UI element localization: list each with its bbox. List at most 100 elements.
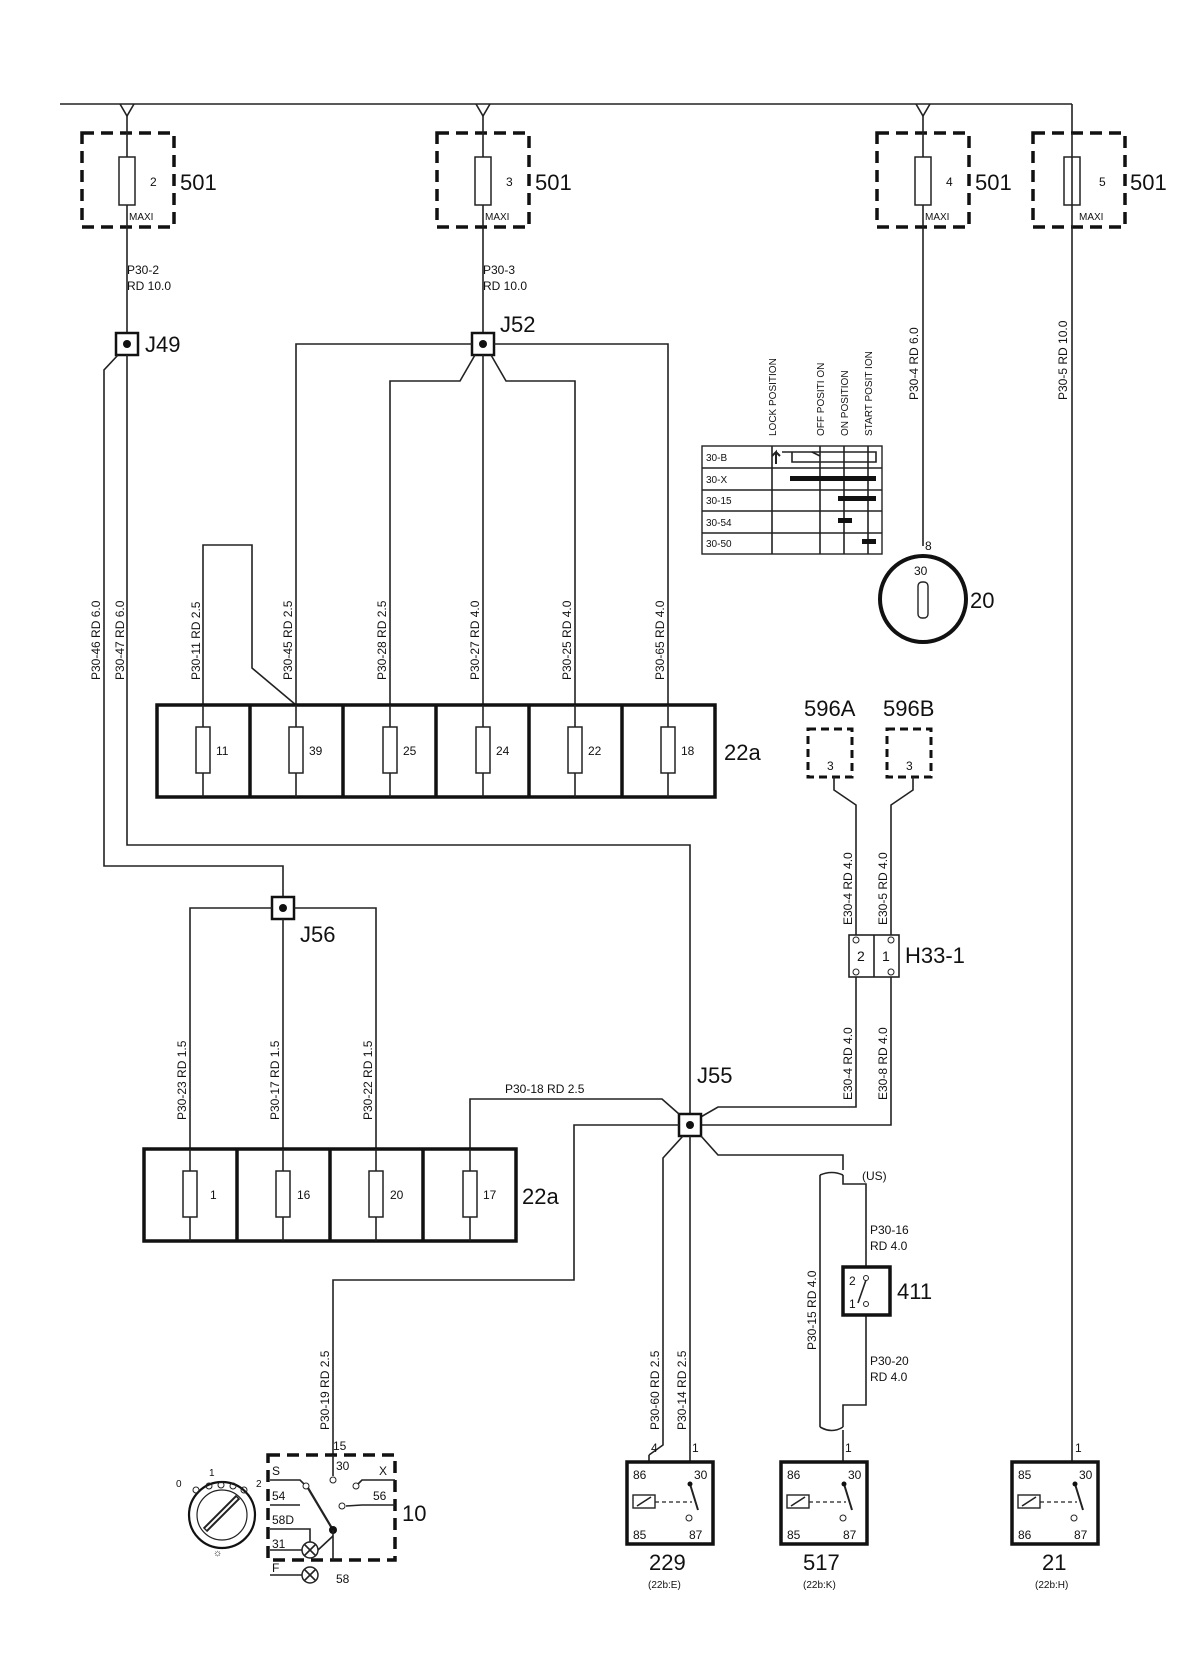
svg-text:J49: J49 <box>145 332 180 357</box>
fuse-number: 39 <box>309 744 323 758</box>
maxi-fuse-4: 4 MAXI 501 <box>875 116 1012 229</box>
us-branch: (US) P30-15 RD 4.0 P30-16 RD 4.0 P30-20 … <box>805 1169 909 1455</box>
row-label: 30-50 <box>706 539 732 550</box>
svg-text:54: 54 <box>272 1489 286 1503</box>
svg-text:J56: J56 <box>300 922 335 947</box>
svg-text:596B: 596B <box>883 696 934 721</box>
svg-text:87: 87 <box>1074 1528 1088 1542</box>
wire-label-p30-11: P30-11 RD 2.5 <box>189 601 203 680</box>
battery-bus <box>60 103 1073 133</box>
svg-text:1: 1 <box>1075 1441 1082 1455</box>
wire-label-p30-28: P30-28 RD 2.5 <box>375 600 389 680</box>
fuse-label: 501 <box>1130 170 1167 195</box>
svg-text:85: 85 <box>787 1528 801 1542</box>
junction-j49: J49 <box>114 331 180 357</box>
wire-spec-p30-20: RD 4.0 <box>870 1370 908 1384</box>
fuse-label: 501 <box>535 170 572 195</box>
svg-text:0: 0 <box>176 1479 182 1490</box>
svg-text:F: F <box>272 1561 279 1575</box>
fuse-label: 501 <box>975 170 1012 195</box>
svg-text:30: 30 <box>336 1459 350 1473</box>
connector-596a: 596A 3 <box>804 696 856 779</box>
fuse-number: 2 <box>150 175 157 189</box>
svg-text:J55: J55 <box>697 1063 732 1088</box>
svg-text:2: 2 <box>857 948 865 964</box>
junction-j52: J52 <box>470 312 535 357</box>
svg-text:3: 3 <box>906 759 913 773</box>
row-label: 30-15 <box>706 496 732 507</box>
wire-label-p30-47: P30-47 RD 6.0 <box>113 600 127 680</box>
svg-text:86: 86 <box>1018 1528 1032 1542</box>
wire-spec-p30-2: RD 10.0 <box>127 279 171 293</box>
svg-text:1: 1 <box>692 1441 699 1455</box>
svg-text:58: 58 <box>336 1572 350 1586</box>
svg-text:(22b:E): (22b:E) <box>648 1580 681 1591</box>
wire-label-p30-15: P30-15 RD 4.0 <box>805 1270 819 1350</box>
wire-label-p30-19: P30-19 RD 2.5 <box>318 1350 332 1430</box>
fuse-label: 501 <box>180 170 217 195</box>
svg-text:1: 1 <box>882 948 890 964</box>
column-header: ON POSITION <box>840 370 851 436</box>
connector-596b: 596B 3 <box>883 696 934 779</box>
svg-text:8: 8 <box>925 539 932 553</box>
svg-text:86: 86 <box>787 1468 801 1482</box>
wire-label-p30-27: P30-27 RD 4.0 <box>468 600 482 680</box>
wire-label-p30-17: P30-17 RD 1.5 <box>268 1040 282 1120</box>
svg-text:4: 4 <box>651 1441 658 1455</box>
svg-text:85: 85 <box>1018 1468 1032 1482</box>
svg-text:(22b:H): (22b:H) <box>1035 1580 1068 1591</box>
wire-label-p30-18: P30-18 RD 2.5 <box>505 1082 585 1096</box>
wire-label-p30-65: P30-65 RD 4.0 <box>653 600 667 680</box>
wire-label-p30-2: P30-2 <box>127 263 159 277</box>
svg-text:X: X <box>379 1464 387 1478</box>
fuse-number: 16 <box>297 1188 311 1202</box>
fuse-type: MAXI <box>129 212 153 223</box>
wire-label-p30-4: P30-4 RD 6.0 <box>907 327 921 400</box>
svg-text:87: 87 <box>843 1528 857 1542</box>
wire-label-e30-8: E30-8 RD 4.0 <box>876 1027 890 1100</box>
junction-j55: J55 <box>677 1063 732 1138</box>
fuse-number: 4 <box>946 175 953 189</box>
ignition-position-table: LOCK POSITION OFF POSITI ON ON POSITION … <box>701 351 883 555</box>
fuse-type: MAXI <box>925 212 949 223</box>
svg-text:2: 2 <box>849 1274 856 1288</box>
wire-spec-p30-3: RD 10.0 <box>483 279 527 293</box>
light-switch-10: 15 30 S X 54 56 58D 31 F 58 10 <box>266 1439 426 1586</box>
switch-411: 2 1 411 <box>841 1265 932 1317</box>
wire-label-p30-23: P30-23 RD 1.5 <box>175 1040 189 1120</box>
fuse-box-label: 22a <box>522 1184 559 1209</box>
svg-text:30: 30 <box>914 564 928 578</box>
fuse-box-label: 22a <box>724 740 761 765</box>
svg-text:15: 15 <box>333 1439 347 1453</box>
connector-h33-1: 2 1 H33-1 <box>848 934 965 978</box>
wire-label-p30-25: P30-25 RD 4.0 <box>560 600 574 680</box>
svg-text:(22b:K): (22b:K) <box>803 1580 836 1591</box>
component-label: 517 <box>803 1550 840 1575</box>
fuse-number: 22 <box>588 744 602 758</box>
svg-text:3: 3 <box>827 759 834 773</box>
fuse-box-22a-top: 11 39 25 24 22 18 22a <box>155 703 761 799</box>
component-label: 21 <box>1042 1550 1066 1575</box>
junction-j56: J56 <box>270 895 335 947</box>
sun-icon: ☼ <box>213 1548 222 1559</box>
relay-229: 4 1 86 30 85 87 229 (22b:E) <box>625 1441 715 1591</box>
fuse-number: 11 <box>216 744 229 758</box>
svg-text:30: 30 <box>694 1468 708 1482</box>
wire-label-e30-4-lower: E30-4 RD 4.0 <box>841 1027 855 1100</box>
wire-label-p30-16: P30-16 <box>870 1223 909 1237</box>
svg-text:56: 56 <box>373 1489 387 1503</box>
svg-text:85: 85 <box>633 1528 647 1542</box>
svg-text:31: 31 <box>272 1537 286 1551</box>
fuse-number: 18 <box>681 744 695 758</box>
fuse-box-22a-bottom: 1 16 20 17 22a <box>142 1147 559 1243</box>
fuse-number: 3 <box>506 175 513 189</box>
component-label: 411 <box>897 1279 932 1304</box>
wire-label-p30-60: P30-60 RD 2.5 <box>648 1350 662 1430</box>
svg-text:30: 30 <box>848 1468 862 1482</box>
relay-21: 1 85 30 86 87 21 (22b:H) <box>1010 1441 1100 1591</box>
component-label: H33-1 <box>905 943 965 968</box>
component-label: 229 <box>649 1550 686 1575</box>
svg-text:86: 86 <box>633 1468 647 1482</box>
wire-spec-p30-16: RD 4.0 <box>870 1239 908 1253</box>
